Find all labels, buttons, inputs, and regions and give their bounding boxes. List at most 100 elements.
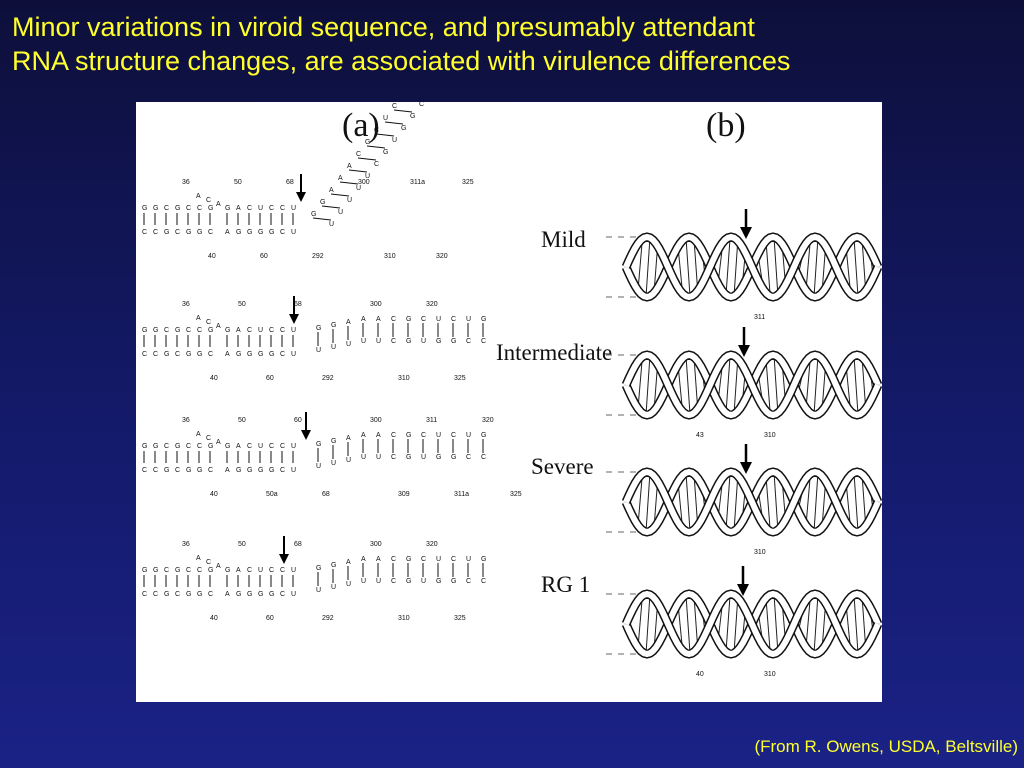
nucleotide: G (208, 327, 213, 334)
nucleotide: A (236, 327, 241, 334)
panel-a-label: (a) (342, 107, 380, 144)
nucleotide: C (280, 327, 285, 334)
nucleotide: C (421, 316, 426, 323)
base-pair-rung (805, 243, 811, 291)
slide-title: Minor variations in viroid sequence, and… (12, 10, 1012, 78)
helix-position-number: 311 (754, 314, 765, 321)
position-number: 310 (384, 253, 396, 260)
nucleotide: G (142, 205, 147, 212)
nucleotide: C (206, 435, 211, 442)
nucleotide: G (142, 567, 147, 574)
position-number: 300 (370, 301, 382, 308)
nucleotide: G (451, 578, 456, 585)
position-number: 36 (182, 179, 190, 186)
nucleotide: C (208, 591, 213, 598)
position-number: 50a (266, 491, 278, 498)
nucleotide: U (291, 443, 296, 450)
nucleotide: C (269, 205, 274, 212)
nucleotide: C (186, 327, 191, 334)
nucleotide: G (153, 327, 158, 334)
nucleotide: G (197, 229, 202, 236)
nucleotide: G (164, 467, 169, 474)
nucleotide: G (197, 591, 202, 598)
nucleotide: U (331, 460, 336, 467)
base-pair-rung (725, 357, 731, 413)
helix-position-number: 310 (764, 432, 776, 439)
nucleotide: A (196, 315, 201, 322)
nucleotide: U (329, 221, 334, 228)
nucleotide: U (436, 556, 441, 563)
base-pair-rung (765, 240, 771, 294)
nucleotide: G (269, 351, 274, 358)
nucleotide: A (329, 187, 334, 194)
nucleotide: C (269, 443, 274, 450)
base-pair-rung (765, 358, 771, 412)
nucleotide: G (258, 351, 263, 358)
nucleotide: G (481, 316, 486, 323)
nucleotide: U (376, 454, 381, 461)
nucleotide: C (142, 229, 147, 236)
nucleotide: U (258, 443, 263, 450)
nucleotide: G (225, 443, 230, 450)
nucleotide: C (153, 591, 158, 598)
nucleotide: C (419, 102, 424, 108)
helix-position-number: 43 (696, 432, 704, 439)
nucleotide: U (466, 316, 471, 323)
base-pair-rung (805, 600, 811, 648)
title-line-2: RNA structure changes, are associated wi… (12, 46, 791, 76)
nucleotide: C (197, 327, 202, 334)
nucleotide: C (186, 443, 191, 450)
base-pair-rung (773, 237, 779, 297)
nucleotide: G (436, 454, 441, 461)
nucleotide: U (383, 115, 388, 122)
nucleotide: C (175, 229, 180, 236)
position-number: 292 (322, 375, 334, 382)
nucleotide: C (164, 327, 169, 334)
mutation-arrow-head (301, 430, 311, 440)
base-pair-rung (685, 355, 691, 415)
nucleotide: A (361, 316, 366, 323)
nucleotide: U (361, 454, 366, 461)
nucleotide: G (225, 567, 230, 574)
nucleotide: U (331, 584, 336, 591)
base-pair-rung (637, 243, 643, 291)
nucleotide: A (346, 435, 351, 442)
position-number: 36 (182, 541, 190, 548)
base-pair-rung (645, 237, 651, 297)
position-number: 50 (238, 301, 246, 308)
variant-label-4: RG 1 (541, 572, 590, 597)
nucleotide: G (142, 327, 147, 334)
nucleotide: C (164, 567, 169, 574)
nucleotide: C (391, 432, 396, 439)
nucleotide: U (291, 591, 296, 598)
helix-strand (623, 233, 881, 301)
base-pair-rung (725, 596, 731, 652)
nucleotide: G (401, 125, 406, 132)
position-number: 309 (398, 491, 410, 498)
nucleotide: G (406, 338, 411, 345)
nucleotide: C (374, 161, 379, 168)
nucleotide: G (258, 229, 263, 236)
position-number: 68 (294, 301, 302, 308)
position-number: 320 (426, 541, 438, 548)
nucleotide: C (481, 454, 486, 461)
nucleotide: C (208, 467, 213, 474)
nucleotide: G (247, 467, 252, 474)
base-pair-rung (637, 361, 643, 409)
nucleotide: G (269, 467, 274, 474)
base-pair (357, 157, 377, 161)
base-pair-rung (685, 472, 691, 532)
nucleotide: U (291, 351, 296, 358)
nucleotide: C (451, 316, 456, 323)
nucleotide: G (383, 149, 388, 156)
base-pair (393, 109, 413, 113)
nucleotide: C (269, 567, 274, 574)
nucleotide: C (374, 127, 379, 134)
nucleotide: G (481, 556, 486, 563)
base-pair-rung (773, 472, 779, 532)
nucleotide: C (280, 591, 285, 598)
position-number: 300 (370, 541, 382, 548)
nucleotide: G (406, 316, 411, 323)
position-number: 50 (238, 417, 246, 424)
